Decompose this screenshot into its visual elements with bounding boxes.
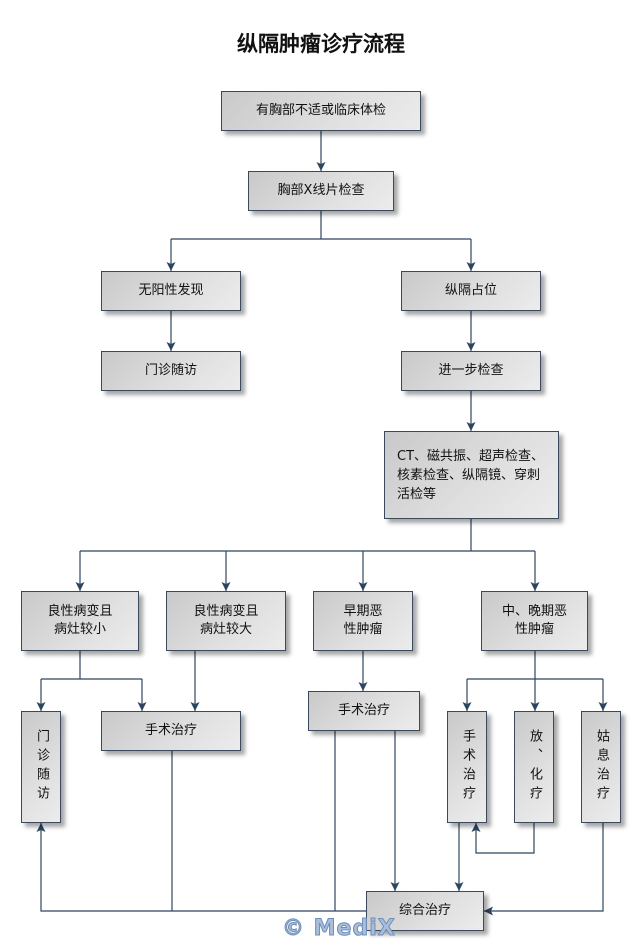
edge-xray-split: [171, 211, 471, 240]
node-benign-large: 良性病变且病灶较大: [166, 591, 286, 651]
node-early-malignant: 早期恶性肿瘤: [313, 591, 413, 651]
node-exams: CT、磁共振、超声检查、核素检查、纵隔镜、穿刺活检等: [384, 431, 559, 519]
node-palliative: 姑息治疗: [581, 711, 621, 823]
edge-benign-small-split: [41, 651, 142, 680]
diagram-title: 纵隔肿瘤诊疗流程: [237, 32, 405, 56]
edge-radio-back: [471, 823, 535, 854]
node-radio-chemo: 放、化疗: [514, 711, 554, 823]
node-xray: 胸部X线片检查: [248, 171, 394, 211]
node-followup-1: 门诊随访: [101, 351, 241, 391]
node-mediastinal-mass: 纵隔占位: [401, 271, 541, 311]
edge-advanced-split: [467, 651, 603, 680]
node-surgery-advanced: 手术治疗: [447, 711, 487, 823]
node-surgery-benign: 手术治疗: [101, 711, 241, 751]
edge-bottom-return: [36, 823, 366, 912]
node-further-exam: 进一步检查: [401, 351, 541, 391]
watermark: © MediX: [282, 916, 396, 941]
node-symptom: 有胸部不适或临床体检: [221, 91, 421, 131]
edge-palliative-combined: [484, 823, 604, 916]
node-advanced-malignant: 中、晚期恶性肿瘤: [481, 591, 588, 651]
node-followup-2: 门诊随访: [21, 711, 61, 823]
node-surgery-early: 手术治疗: [308, 691, 420, 731]
node-no-finding: 无阳性发现: [101, 271, 241, 311]
node-benign-small: 良性病变且病灶较小: [21, 591, 139, 651]
node-combined: 综合治疗: [366, 891, 484, 931]
edge-exams-split: [80, 519, 535, 552]
